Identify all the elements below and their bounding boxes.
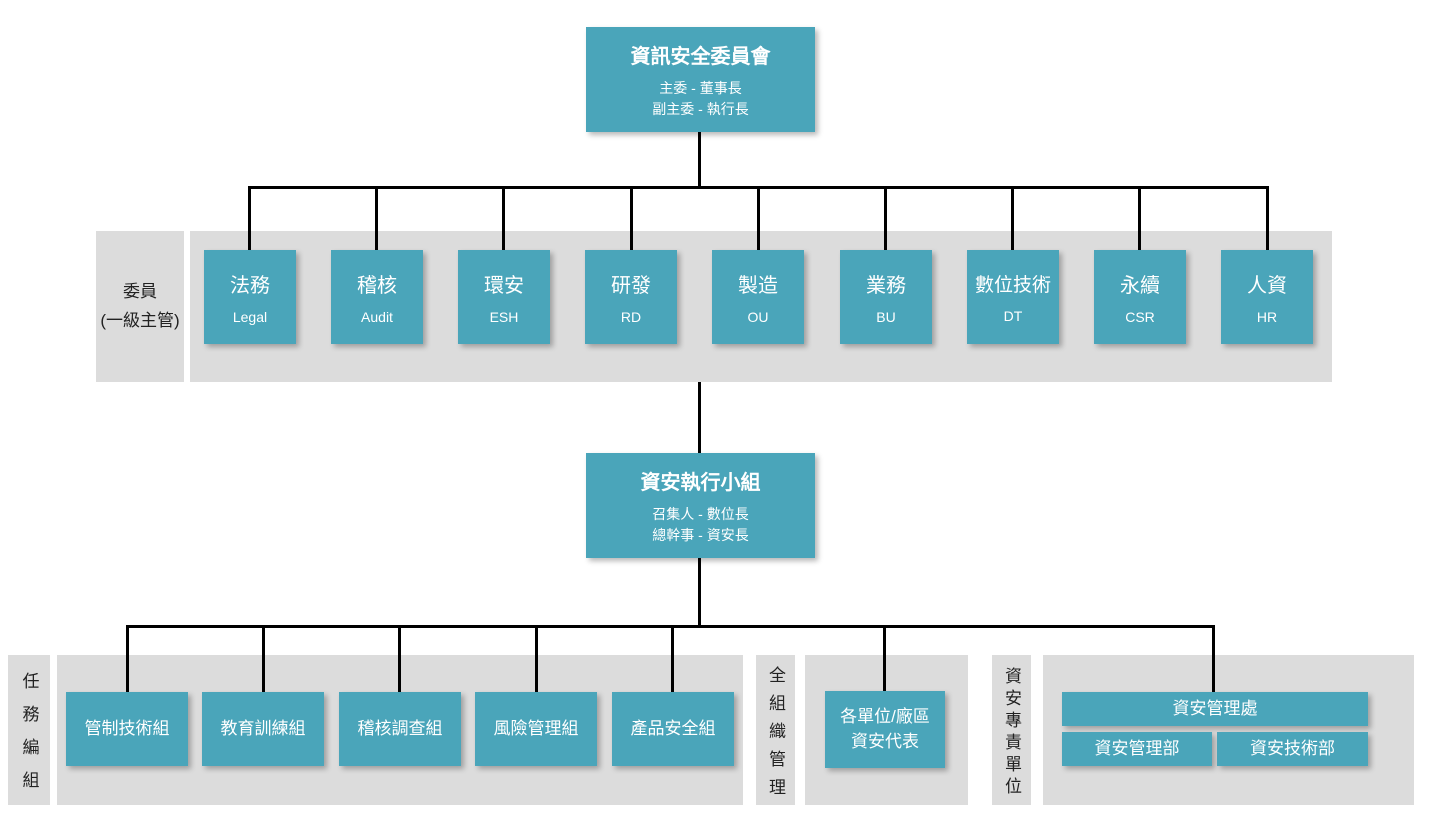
connector-drop-control-tech xyxy=(126,625,129,695)
node-unit-security-representatives: 各單位/廠區 資安代表 xyxy=(825,691,945,768)
connector-drop-audit xyxy=(375,186,378,252)
bu-zh-label: 業務 xyxy=(866,275,906,297)
node-bu: 業務 BU xyxy=(840,250,932,344)
node-risk-management-group: 風險管理組 xyxy=(475,692,597,766)
node-security-management-dept: 資安管理部 xyxy=(1062,732,1212,766)
label-task-groups: 任務編組 xyxy=(8,655,50,805)
ou-zh-label: 製造 xyxy=(738,275,778,297)
node-info-security-committee: 資訊安全委員會 主委 - 董事長 副主委 - 執行長 xyxy=(586,27,815,132)
committee-chair-line: 主委 - 董事長 xyxy=(659,79,742,96)
label-org-wide-management: 全組織管理 xyxy=(756,655,795,806)
node-product-security-group: 產品安全組 xyxy=(612,692,734,766)
connector-stem-committee xyxy=(698,132,701,188)
connector-drop-hr xyxy=(1266,186,1269,252)
audit-investigation-group-label: 稽核調查組 xyxy=(357,718,443,738)
security-tech-dept-label: 資安技術部 xyxy=(1250,738,1335,758)
connector-stem-exec-upper xyxy=(698,382,701,454)
control-tech-group-label: 管制技術組 xyxy=(84,718,170,738)
label-committee-members: 委員 (一級主管) xyxy=(96,231,184,382)
csr-en-label: CSR xyxy=(1125,309,1155,325)
node-audit: 稽核 Audit xyxy=(331,250,423,344)
node-hr: 人資 HR xyxy=(1221,250,1313,344)
rd-zh-label: 研發 xyxy=(611,275,651,297)
node-esh: 環安 ESH xyxy=(458,250,550,344)
committee-title: 資訊安全委員會 xyxy=(630,45,771,68)
dedicated-unit-label-text: 資安專責單位 xyxy=(1002,666,1021,799)
connector-drop-risk xyxy=(535,625,538,695)
connector-drop-bu xyxy=(884,186,887,252)
hr-zh-label: 人資 xyxy=(1247,275,1287,297)
audit-zh-label: 稽核 xyxy=(357,275,397,297)
connector-drop-education xyxy=(262,625,265,695)
connector-drop-product xyxy=(671,625,674,695)
unit-reps-line2: 資安代表 xyxy=(851,731,919,751)
education-training-group-label: 教育訓練組 xyxy=(220,718,306,738)
exec-title: 資安執行小組 xyxy=(640,471,761,494)
legal-en-label: Legal xyxy=(232,309,268,325)
connector-drop-esh xyxy=(502,186,505,252)
esh-en-label: ESH xyxy=(489,309,519,325)
band-dedicated-security-unit xyxy=(1043,655,1414,805)
bu-en-label: BU xyxy=(876,309,896,325)
security-management-dept-label: 資安管理部 xyxy=(1094,738,1180,758)
exec-convener-line: 召集人 - 數位長 xyxy=(652,505,749,522)
connector-drop-division xyxy=(1212,625,1215,694)
connector-stem-exec-lower xyxy=(698,558,701,628)
security-management-division-label: 資安管理處 xyxy=(1172,698,1258,718)
org-wide-label-text: 全組織管理 xyxy=(766,665,785,806)
exec-secretary-line: 總幹事 - 資安長 xyxy=(652,526,749,543)
node-audit-investigation-group: 稽核調查組 xyxy=(339,692,461,766)
audit-en-label: Audit xyxy=(361,309,393,325)
connector-drop-csr xyxy=(1138,186,1141,252)
rd-en-label: RD xyxy=(620,309,642,325)
risk-management-group-label: 風險管理組 xyxy=(493,718,579,738)
label-dedicated-security-unit: 資安專責單位 xyxy=(992,655,1031,805)
task-groups-label-text: 任務編組 xyxy=(19,672,39,804)
node-legal: 法務 Legal xyxy=(204,250,296,344)
product-security-group-label: 產品安全組 xyxy=(630,718,716,738)
members-label-line2: (一級主管) xyxy=(100,310,180,330)
node-control-tech-group: 管制技術組 xyxy=(66,692,188,766)
node-rd: 研發 RD xyxy=(585,250,677,344)
legal-zh-label: 法務 xyxy=(230,275,270,297)
connector-drop-ou xyxy=(757,186,760,252)
node-csr: 永續 CSR xyxy=(1094,250,1186,344)
unit-reps-line1: 各單位/廠區 xyxy=(840,706,930,726)
csr-zh-label: 永續 xyxy=(1120,275,1160,297)
node-security-management-division: 資安管理處 xyxy=(1062,692,1368,726)
connector-drop-dt xyxy=(1011,186,1014,252)
node-security-tech-dept: 資安技術部 xyxy=(1217,732,1368,766)
connector-drop-unit-reps xyxy=(883,625,886,693)
node-ou: 製造 OU xyxy=(712,250,804,344)
connector-drop-audit-invest xyxy=(398,625,401,695)
committee-vice-chair-line: 副主委 - 執行長 xyxy=(652,100,749,117)
node-security-execution-team: 資安執行小組 召集人 - 數位長 總幹事 - 資安長 xyxy=(586,453,815,558)
dt-en-label: DT xyxy=(1003,308,1023,324)
dt-zh-label: 數位技術 xyxy=(974,275,1051,296)
connector-drop-rd xyxy=(630,186,633,252)
connector-drop-legal xyxy=(248,186,251,252)
hr-en-label: HR xyxy=(1256,309,1278,325)
node-dt: 數位技術 DT xyxy=(967,250,1059,344)
members-label-line1: 委員 xyxy=(123,281,157,301)
esh-zh-label: 環安 xyxy=(484,275,524,297)
connector-hline-bottom xyxy=(126,625,1215,628)
ou-en-label: OU xyxy=(747,309,769,325)
node-education-training-group: 教育訓練組 xyxy=(202,692,324,766)
